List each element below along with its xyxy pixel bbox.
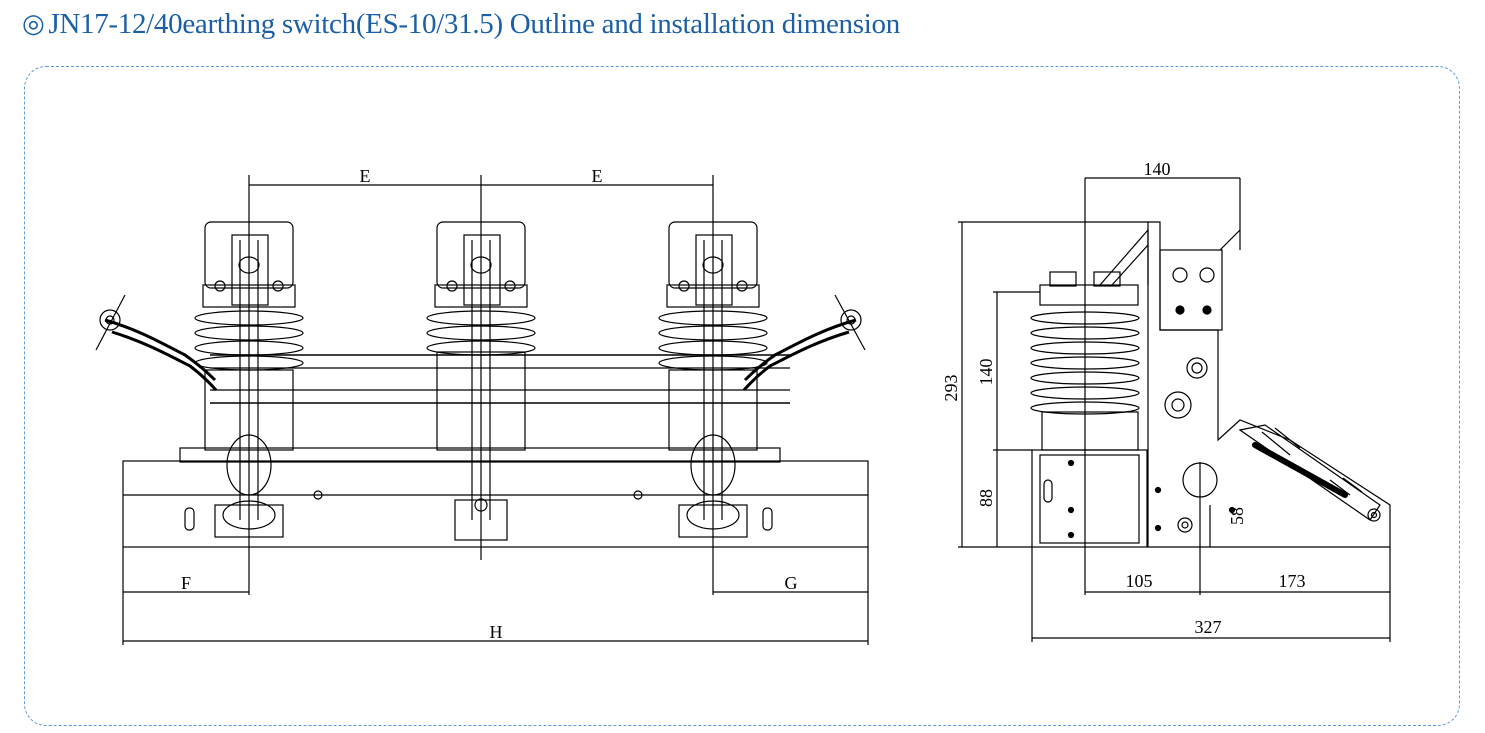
front-view: E E F G H xyxy=(95,166,869,645)
dim-E-left: E xyxy=(360,166,371,186)
double-circle-icon: ◎ xyxy=(22,9,45,39)
page-title: ◎ JN17-12/40earthing switch(ES-10/31.5) … xyxy=(22,4,900,44)
page-title-text: JN17-12/40earthing switch(ES-10/31.5) Ou… xyxy=(48,7,900,40)
dim-173: 173 xyxy=(1279,571,1306,591)
dim-88: 88 xyxy=(976,489,996,507)
dim-F: F xyxy=(181,573,191,593)
dim-G: G xyxy=(785,573,798,593)
dim-105: 105 xyxy=(1126,571,1153,591)
dim-H: H xyxy=(490,622,503,642)
dim-58: 58 xyxy=(1227,507,1247,525)
side-view: 140 293 140 88 58 105 173 327 xyxy=(941,159,1391,642)
dim-140-top: 140 xyxy=(1144,159,1171,179)
dim-140-side: 140 xyxy=(976,359,996,386)
dim-293: 293 xyxy=(941,375,961,402)
base-frame xyxy=(122,460,869,548)
dim-E-right: E xyxy=(592,166,603,186)
dim-327: 327 xyxy=(1195,617,1222,637)
drawing-frame xyxy=(24,66,1460,726)
